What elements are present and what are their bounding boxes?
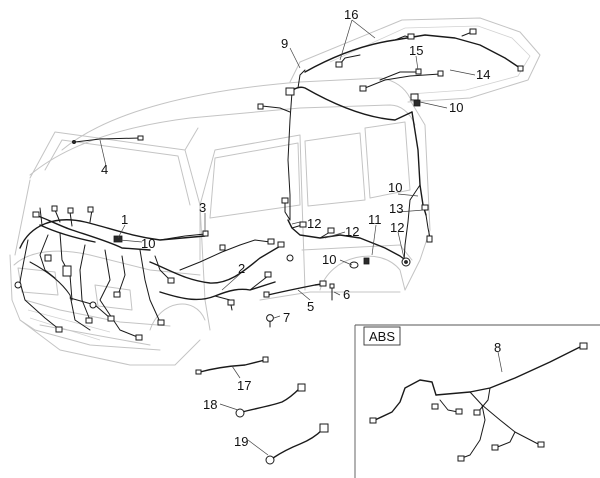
abs-panel: ABS xyxy=(354,324,600,478)
callout-7: 7 xyxy=(283,310,290,325)
callout-4: 4 xyxy=(101,162,108,177)
callout-8: 8 xyxy=(494,340,501,355)
callout-11: 11 xyxy=(368,212,382,227)
callout-12-rear: 12 xyxy=(390,220,404,235)
callout-5: 5 xyxy=(307,299,314,314)
roof-rear-harness xyxy=(257,69,433,267)
callout-10-loose: 10 xyxy=(322,252,336,267)
tailgate-harness xyxy=(304,28,524,92)
callout-numbers: 4 1 10 3 2 9 16 15 14 10 10 13 12 11 12 … xyxy=(101,7,501,449)
leader-lines xyxy=(99,19,503,456)
abs-panel-title: ABS xyxy=(369,329,395,344)
callout-16: 16 xyxy=(344,7,358,22)
callout-12-mid: 12 xyxy=(345,224,359,239)
loose-parts xyxy=(195,257,370,465)
callout-17: 17 xyxy=(237,378,251,393)
callout-12-pillar: 12 xyxy=(307,216,321,231)
front-main-harness xyxy=(14,135,294,341)
callout-19: 19 xyxy=(234,434,248,449)
callout-2: 2 xyxy=(238,261,245,276)
callout-10-tailgate: 10 xyxy=(449,100,463,115)
callout-10-front: 10 xyxy=(141,236,155,251)
callout-3: 3 xyxy=(199,200,206,215)
callout-6: 6 xyxy=(343,287,350,302)
callout-9: 9 xyxy=(281,36,288,51)
callout-18: 18 xyxy=(203,397,217,412)
callout-13: 13 xyxy=(389,201,403,216)
callout-15: 15 xyxy=(409,43,423,58)
callout-1: 1 xyxy=(121,212,128,227)
callout-10-pillar: 10 xyxy=(388,180,402,195)
van-body-outline xyxy=(9,17,541,366)
callout-14: 14 xyxy=(476,67,490,82)
